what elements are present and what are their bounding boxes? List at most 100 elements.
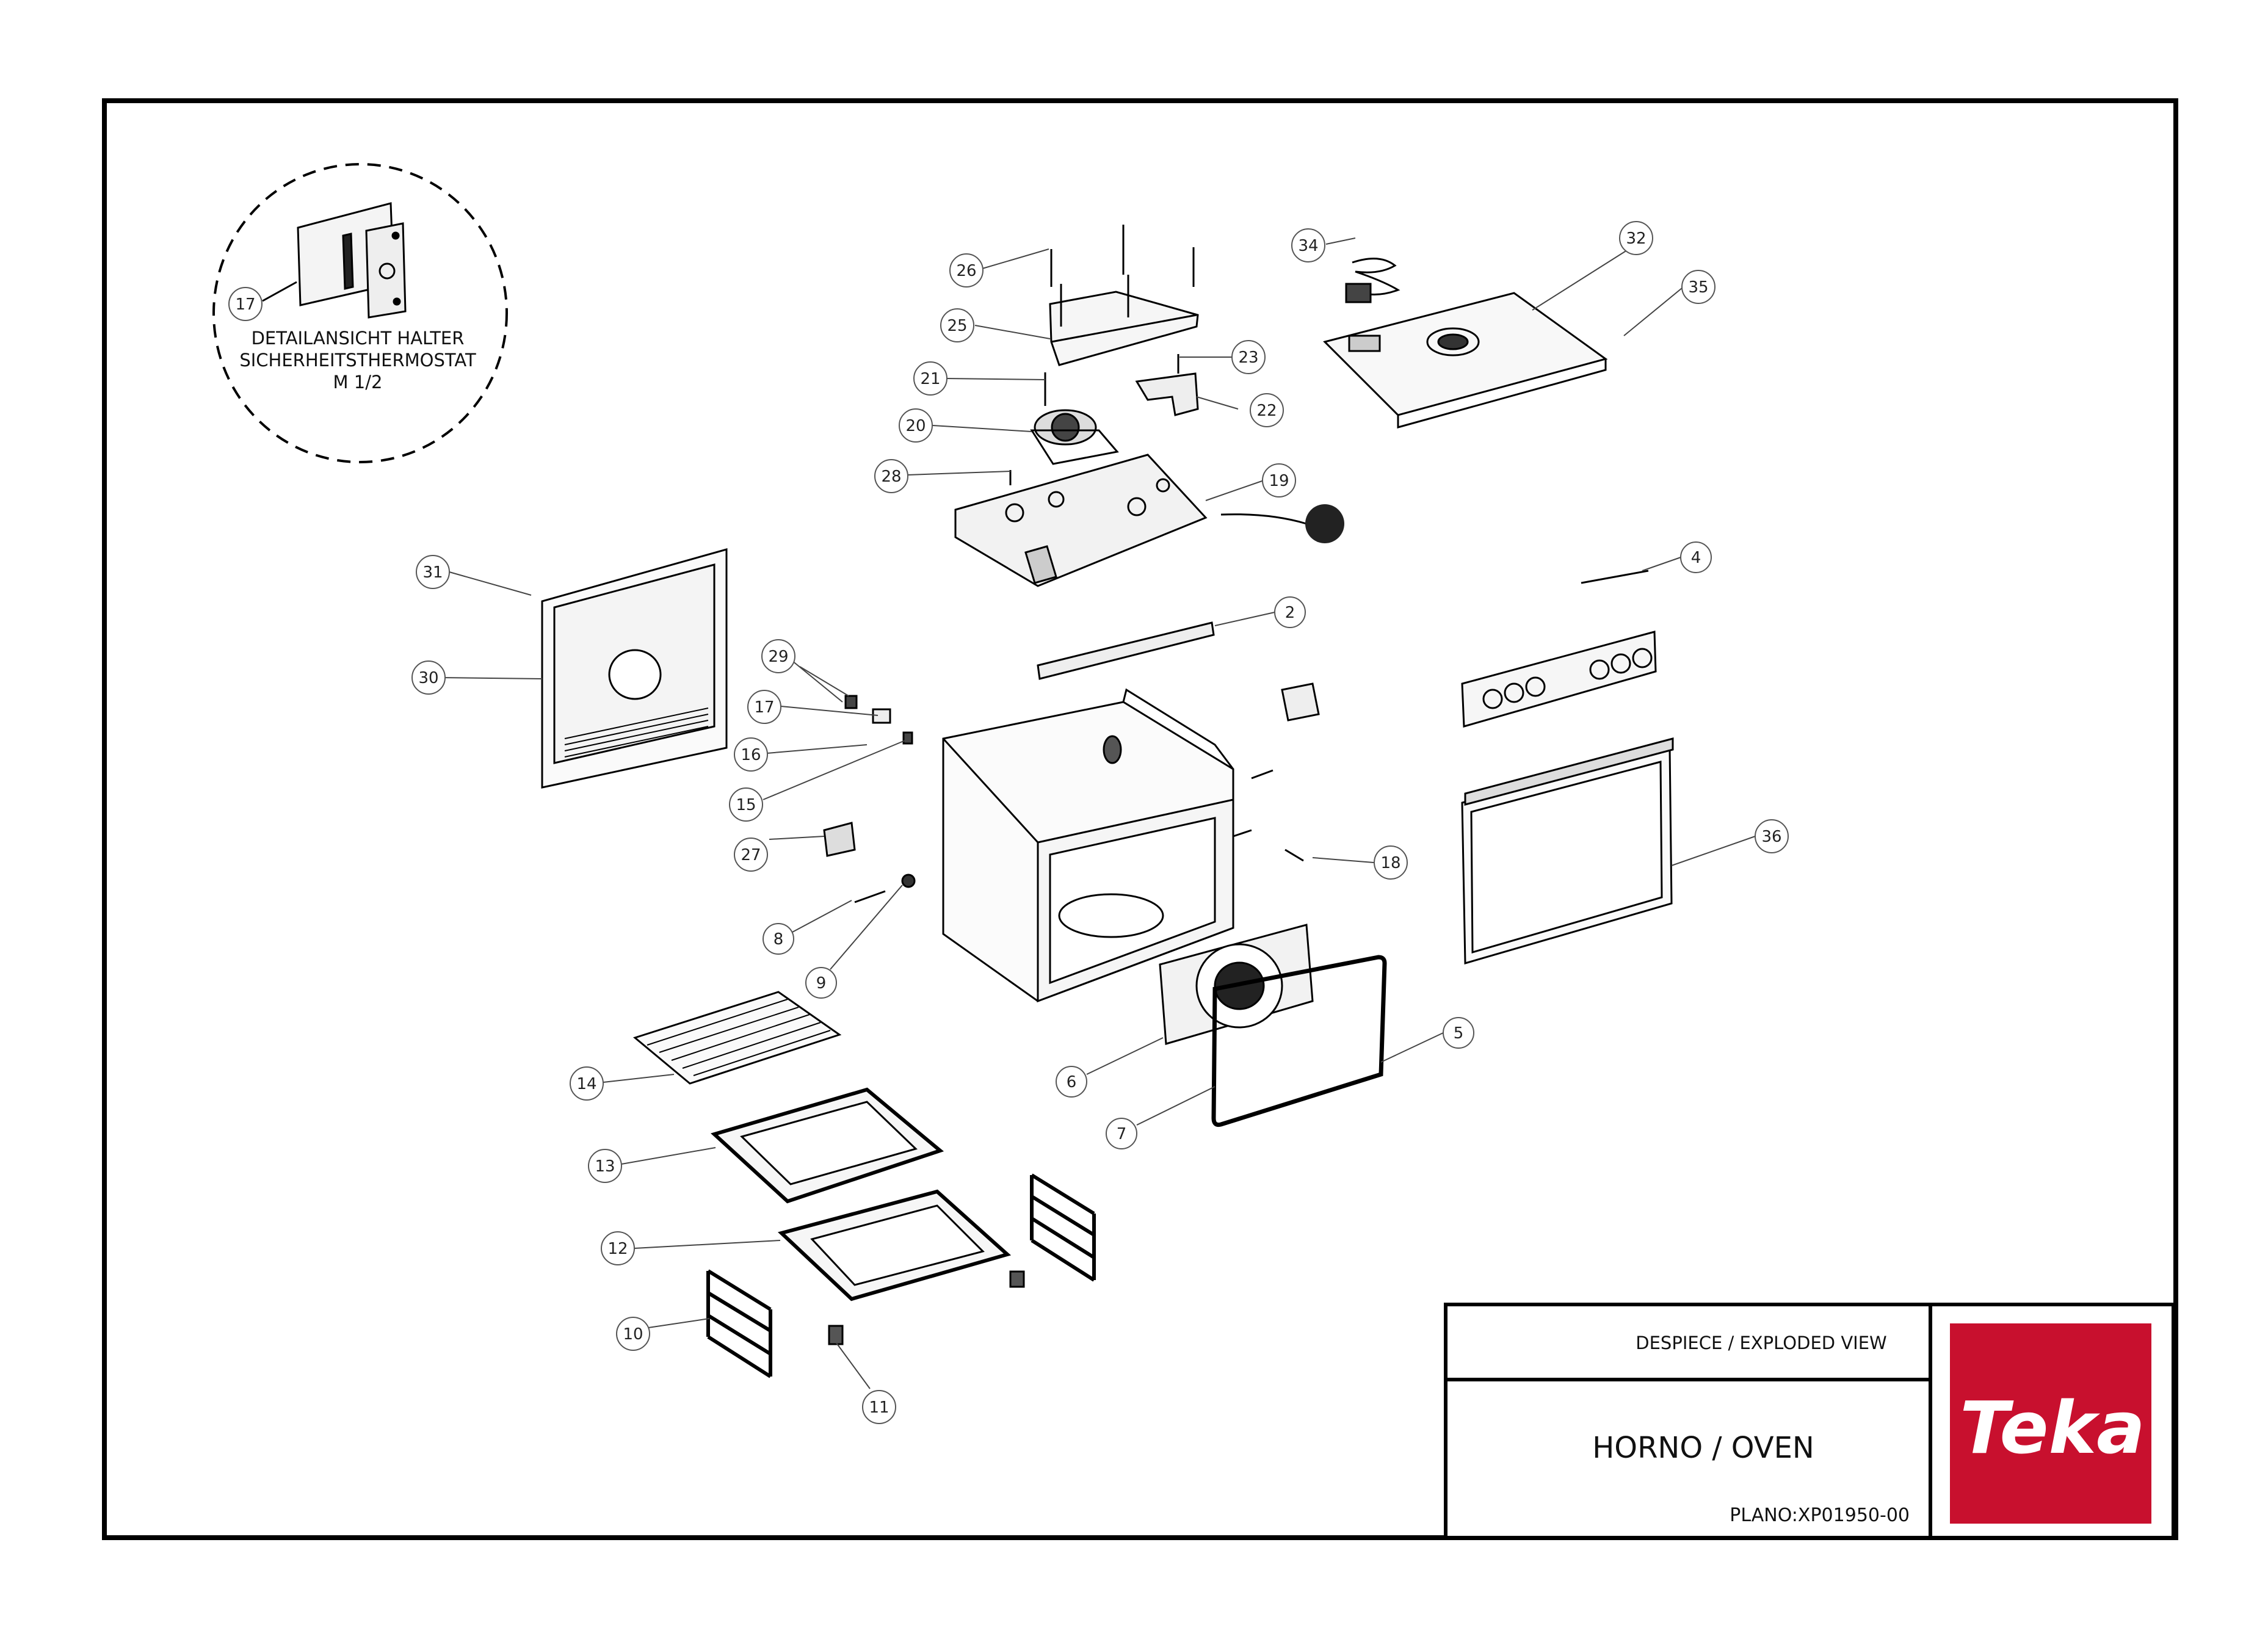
callout-23: 23 [1231,340,1266,374]
callout-14: 14 [570,1066,604,1101]
callout-7: 7 [1106,1118,1137,1149]
callout-34: 34 [1291,228,1325,262]
svg-text:28: 28 [881,468,901,486]
svg-text:16: 16 [741,746,761,764]
view-label: DESPIECE / EXPLODED VIEW [1636,1333,1886,1353]
svg-text:21: 21 [920,370,940,388]
part-grill-frame [1323,292,1608,429]
callout-13: 13 [588,1149,622,1183]
svg-text:18: 18 [1380,854,1400,872]
part-front-rail [1037,621,1215,680]
part-side-rack-right [1030,1173,1096,1282]
detail-caption-line3: M 1/2 [333,372,383,393]
part-foot [828,1270,1025,1345]
leader-lines [439,237,1756,1389]
svg-text:30: 30 [418,669,438,687]
product-title: HORNO / OVEN [1592,1431,1814,1465]
svg-text:17: 17 [754,698,774,717]
callout-19: 19 [1262,463,1296,497]
svg-text:6: 6 [1067,1073,1077,1091]
callout-9: 9 [805,967,837,999]
callout-20: 20 [899,408,933,443]
part-knob-screw [854,874,916,903]
parts-group [541,225,1674,1378]
detail-view: 17 DETAILANSICHT HALTER SICHERHEITSTHERM… [212,163,508,463]
svg-text:35: 35 [1688,278,1708,297]
callout-31: 31 [416,555,450,589]
svg-text:22: 22 [1256,402,1277,420]
callout-8: 8 [763,923,794,955]
callout-10: 10 [616,1317,650,1351]
svg-text:23: 23 [1238,349,1258,367]
callouts: 2 4 5 6 7 8 9 10 11 12 13 14 15 16 17 18… [411,221,1789,1424]
detail-bracket-part [297,202,407,319]
svg-text:31: 31 [422,563,443,582]
svg-text:10: 10 [623,1325,643,1344]
callout-36: 36 [1755,819,1789,853]
callout-18: 18 [1374,845,1408,880]
part-fan-motor [1030,409,1119,465]
svg-text:27: 27 [741,846,761,864]
part-oven-cavity [942,688,1234,1003]
marker-dot [1305,504,1344,543]
callout-27: 27 [734,838,768,872]
part-screws-top [1050,225,1195,327]
detail-caption-line2: SICHERHEITSTHERMOSTAT [239,350,476,371]
callout-21: 21 [913,361,947,396]
title-block-main [1444,1303,1932,1540]
callout-15: 15 [729,787,763,822]
callout-25: 25 [940,308,974,342]
callout-11: 11 [862,1390,896,1424]
callout-22: 22 [1250,393,1284,427]
callout-28: 28 [874,459,908,493]
brand-logo: Teka [1960,1386,2145,1470]
svg-text:29: 29 [768,648,788,666]
svg-text:34: 34 [1298,237,1318,255]
part-top-plate [954,454,1307,587]
callout-5: 5 [1443,1017,1474,1049]
svg-text:15: 15 [736,796,756,814]
part-tray-deep [778,1189,1012,1301]
svg-text:36: 36 [1761,828,1781,846]
callout-4: 4 [1680,541,1712,573]
detail-callout-number: 17 [235,295,255,314]
svg-text:25: 25 [947,317,967,335]
svg-text:14: 14 [576,1075,596,1093]
svg-text:11: 11 [869,1398,889,1417]
title-block: DESPIECE / EXPLODED VIEW HORNO / OVEN PL… [1444,1303,2175,1540]
part-brackets-top [1135,354,1199,416]
detail-leader [262,281,297,302]
svg-text:2: 2 [1285,604,1295,622]
svg-text:20: 20 [905,417,926,435]
svg-text:32: 32 [1626,230,1646,248]
svg-text:9: 9 [816,974,827,993]
part-tray-shallow [711,1087,944,1204]
detail-caption-line1: DETAILANSICHT HALTER [252,328,465,349]
svg-text:8: 8 [774,930,784,949]
part-heating-element [1345,258,1400,303]
callout-12: 12 [601,1231,635,1265]
part-screws-side [1233,769,1304,862]
svg-text:5: 5 [1454,1024,1464,1043]
svg-text:4: 4 [1691,549,1701,567]
callout-26: 26 [949,253,984,288]
part-back-cover [541,548,728,789]
svg-text:13: 13 [595,1157,615,1176]
drawing-frame [102,98,2178,1540]
callout-2: 2 [1274,596,1306,628]
part-side-brackets [823,682,1320,857]
part-door [1461,737,1674,964]
svg-text:12: 12 [607,1240,628,1258]
part-gasket [1211,955,1387,1127]
part-fixings [1009,372,1046,485]
plan-number: PLANO:XP01950-00 [1730,1505,1910,1526]
callout-6: 6 [1056,1066,1087,1098]
callout-29: 29 [761,639,795,673]
callout-30: 30 [411,660,446,695]
svg-text:26: 26 [956,262,976,280]
svg-text:7: 7 [1117,1125,1127,1143]
brand-logo-box [1950,1323,2151,1524]
callout-32: 32 [1619,221,1653,255]
